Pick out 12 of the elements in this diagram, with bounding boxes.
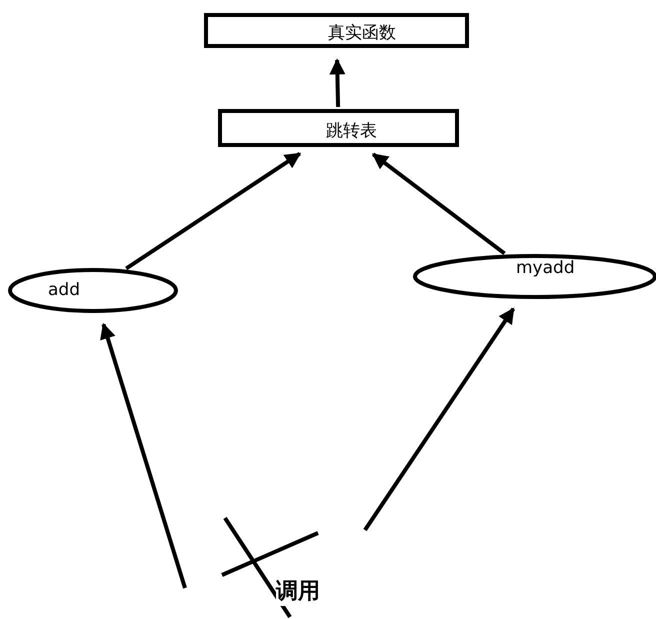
ellipse-node: [8, 268, 178, 313]
process-box: [204, 13, 469, 48]
node-label: 真实函数: [328, 22, 396, 44]
arrow: [372, 152, 506, 256]
node-label: 跳转表: [326, 120, 377, 142]
node-label: myadd: [516, 258, 575, 278]
arrow: [125, 152, 302, 270]
node-label: add: [48, 280, 80, 300]
process-box: [218, 109, 459, 147]
arrow: [329, 58, 346, 108]
arrow: [100, 322, 187, 589]
arrow: [363, 307, 515, 532]
